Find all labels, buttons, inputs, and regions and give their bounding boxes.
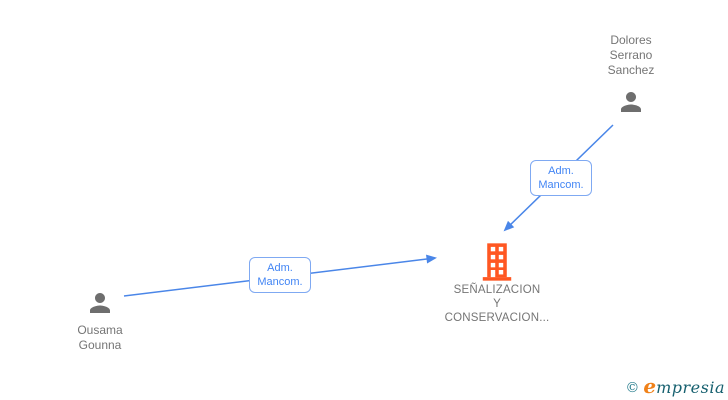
node-person-dolores[interactable]: Dolores Serrano Sanchez bbox=[581, 33, 681, 117]
person-icon bbox=[581, 87, 681, 117]
copyright-symbol: © bbox=[625, 380, 640, 396]
node-company[interactable]: SEÑALIZACION Y CONSERVACION... bbox=[417, 242, 577, 325]
company-name-line: Y bbox=[493, 298, 501, 310]
company-name-line: SEÑALIZACION bbox=[453, 284, 541, 296]
company-name: SEÑALIZACION Y CONSERVACION... bbox=[417, 283, 577, 325]
edge-label-line: Adm. bbox=[267, 262, 293, 274]
edge-label-line: Mancom. bbox=[538, 179, 584, 191]
person-name-line: Sanchez bbox=[607, 63, 655, 77]
building-icon bbox=[417, 242, 577, 282]
person-icon bbox=[50, 288, 150, 318]
person-name-line: Dolores bbox=[610, 33, 652, 47]
brand-initial: e bbox=[643, 374, 657, 398]
empresia-watermark: ©empresia bbox=[625, 374, 725, 398]
node-person-ousama[interactable]: Ousama Gounna bbox=[50, 288, 150, 353]
edge-label-adm-mancom-dolores[interactable]: Adm. Mancom. bbox=[530, 160, 592, 196]
person-name: Dolores Serrano Sanchez bbox=[581, 33, 681, 78]
edge-label-line: Adm. bbox=[548, 165, 574, 177]
edge-label-adm-mancom-ousama[interactable]: Adm. Mancom. bbox=[249, 257, 311, 293]
brand-name: mpresia bbox=[656, 378, 725, 397]
company-name-line: CONSERVACION... bbox=[444, 312, 550, 324]
edge-label-line: Mancom. bbox=[257, 276, 303, 288]
person-name-line: Ousama bbox=[77, 323, 123, 337]
person-name-line: Gounna bbox=[78, 338, 122, 352]
person-name-line: Serrano bbox=[609, 48, 653, 62]
person-name: Ousama Gounna bbox=[50, 323, 150, 353]
